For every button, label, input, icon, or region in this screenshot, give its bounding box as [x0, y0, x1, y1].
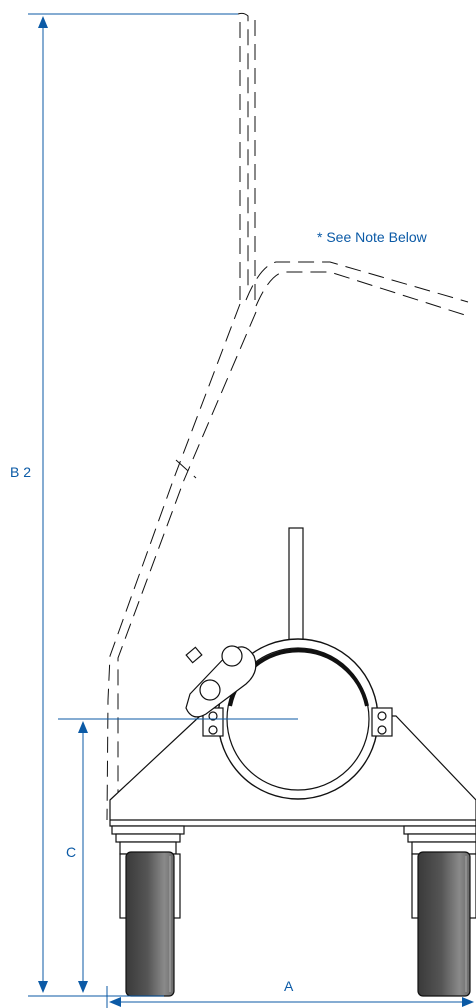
b-dimension-label: B 2: [10, 464, 31, 480]
dashed-pipe-outline: [106, 12, 469, 821]
right-caster: [403, 825, 476, 997]
clevis-lug: [185, 645, 257, 718]
vertical-rod: [288, 527, 304, 649]
c-dimension-label: C: [66, 844, 76, 860]
see-note-label: * See Note Below: [317, 229, 428, 245]
dimension-lines: [28, 13, 474, 1008]
left-caster: [111, 825, 185, 997]
a-dimension-label: A: [284, 978, 294, 994]
